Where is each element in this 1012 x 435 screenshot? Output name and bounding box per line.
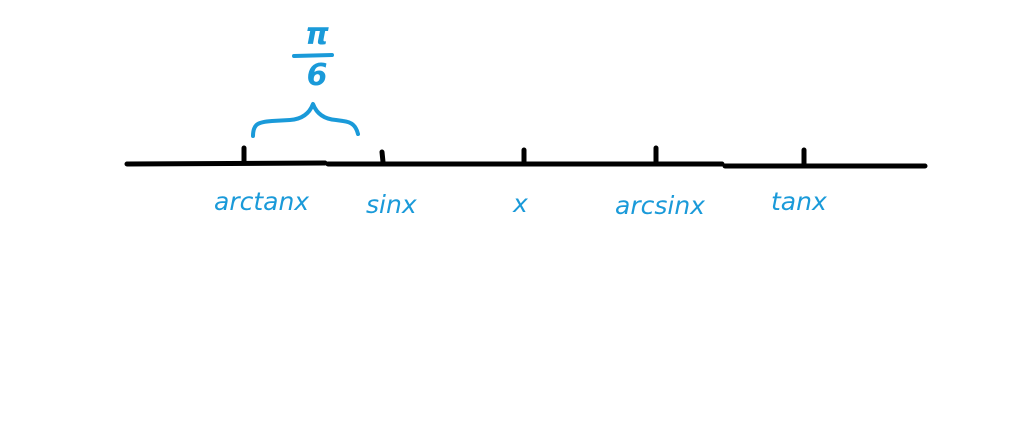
- curly-brace: [251, 102, 360, 138]
- fraction-bar: [292, 53, 334, 58]
- fraction-numerator: π: [305, 17, 329, 52]
- tick-mark-sinx: [379, 149, 386, 165]
- tick-label-sinx: sinx: [366, 190, 417, 219]
- number-line-segment-1: [124, 160, 328, 167]
- fraction-annotation: π 6: [292, 17, 334, 93]
- tick-labels: arctanx sinx x arcsinx tanx: [214, 187, 827, 220]
- fraction-denominator: 6: [307, 58, 328, 93]
- tick-label-arctanx: arctanx: [214, 187, 309, 216]
- tick-marks: [241, 145, 807, 168]
- tick-label-tanx: tanx: [771, 187, 827, 216]
- tick-label-arcsinx: arcsinx: [615, 191, 705, 220]
- tick-label-x: x: [512, 189, 528, 218]
